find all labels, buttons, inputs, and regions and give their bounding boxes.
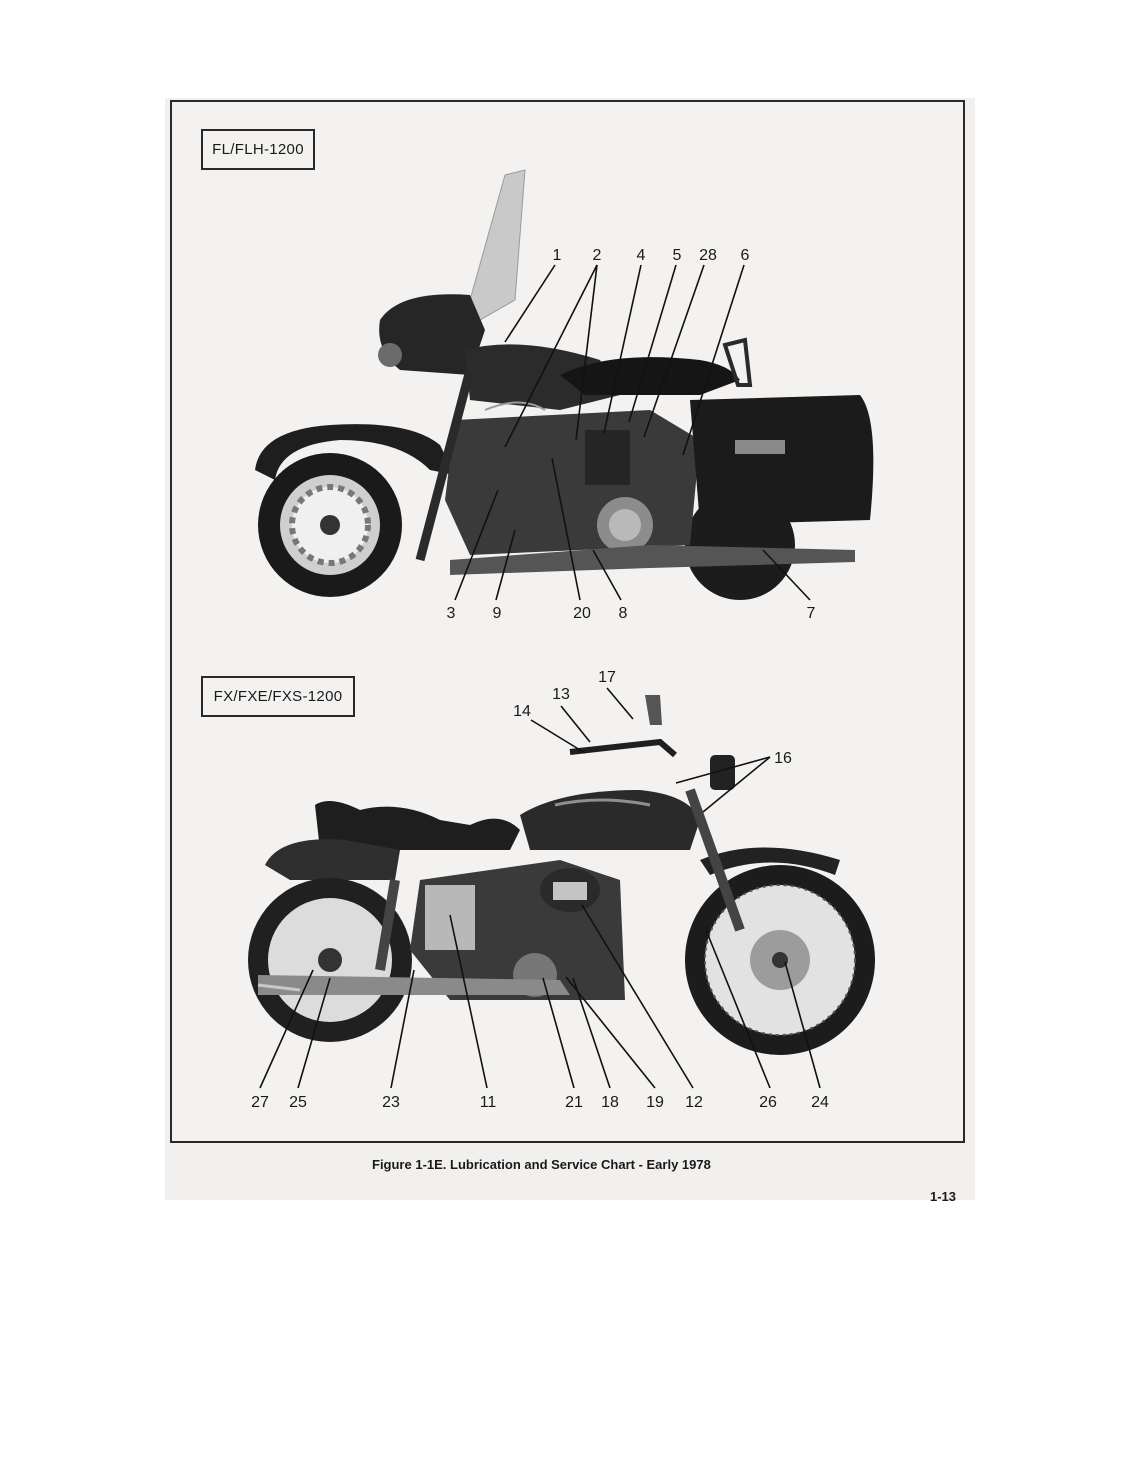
callout-8: 8 (618, 605, 628, 622)
figure-caption: Figure 1-1E. Lubrication and Service Cha… (372, 1157, 711, 1172)
callout-27: 27 (251, 1094, 269, 1111)
callout-19: 19 (646, 1094, 664, 1111)
bottom-leader-lines (259, 687, 821, 1089)
callout-14: 14 (513, 703, 531, 720)
callout-20: 20 (573, 605, 591, 622)
callout-18: 18 (601, 1094, 619, 1111)
bottom-model-label: FX/FXE/FXS-1200 (201, 676, 355, 717)
callout-25: 25 (289, 1094, 307, 1111)
bottom-model-label-text: FX/FXE/FXS-1200 (213, 688, 343, 705)
fl-flh-motorcycle-illustration (255, 169, 874, 600)
callout-23: 23 (382, 1094, 400, 1111)
top-leader-lines (454, 264, 811, 601)
callout-28: 28 (699, 247, 717, 264)
top-model-label: FL/FLH-1200 (201, 129, 315, 170)
callout-13: 13 (552, 686, 570, 703)
callout-1: 1 (552, 247, 562, 264)
callout-5: 5 (672, 247, 682, 264)
callout-2: 2 (592, 247, 602, 264)
page-number: 1-13 (930, 1189, 957, 1204)
top-model-label-text: FL/FLH-1200 (212, 141, 304, 158)
callout-7: 7 (806, 605, 816, 622)
callout-12: 12 (685, 1094, 703, 1111)
callout-4: 4 (636, 247, 646, 264)
callout-17: 17 (598, 669, 616, 686)
callout-11: 11 (479, 1094, 497, 1111)
callout-24: 24 (811, 1094, 829, 1111)
callout-9: 9 (492, 605, 502, 622)
callout-6: 6 (740, 247, 750, 264)
callout-16: 16 (774, 750, 792, 767)
callout-21: 21 (565, 1094, 583, 1111)
callout-3: 3 (446, 605, 456, 622)
fx-fxe-fxs-motorcycle-illustration (248, 695, 875, 1055)
callout-26: 26 (759, 1094, 777, 1111)
